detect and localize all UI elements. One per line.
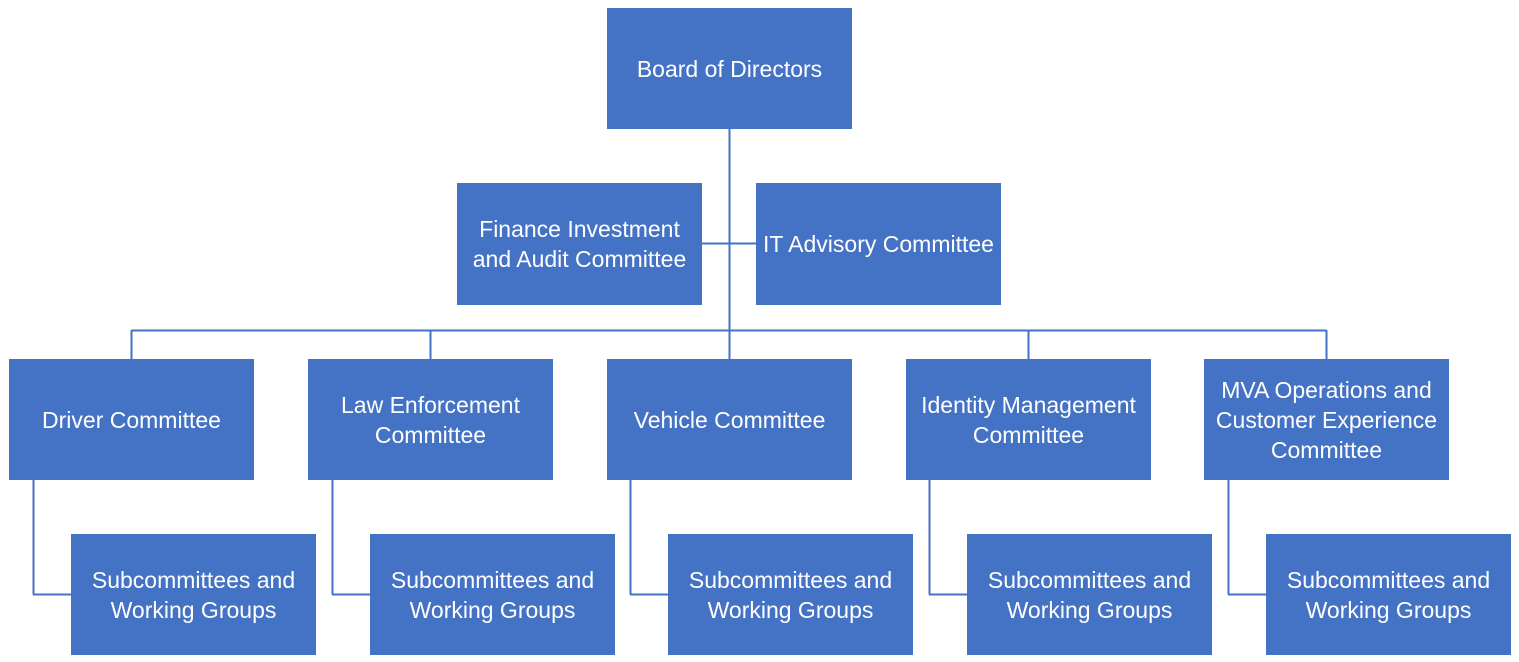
law-enforcement-subgroups-box: Subcommittees and Working Groups bbox=[370, 534, 615, 655]
vehicle-subgroups-box: Subcommittees and Working Groups bbox=[668, 534, 913, 655]
law-enforcement-committee-box: Law Enforcement Committee bbox=[308, 359, 553, 480]
finance-committee-label: Finance Investment and Audit Committee bbox=[472, 216, 687, 272]
law-enforcement-subgroups-label: Subcommittees and Working Groups bbox=[390, 566, 595, 623]
it-advisory-committee-label: IT Advisory Committee bbox=[763, 231, 994, 257]
vehicle-committee-label: Vehicle Committee bbox=[633, 406, 826, 433]
mva-operations-subgroups-box: Subcommittees and Working Groups bbox=[1266, 534, 1511, 655]
identity-management-committee-label: Identity Management Committee bbox=[921, 391, 1136, 448]
driver-committee-box: Driver Committee bbox=[9, 359, 254, 480]
mva-operations-committee-label: MVA Operations and Customer Experience C… bbox=[1215, 376, 1438, 463]
driver-subgroups-label: Subcommittees and Working Groups bbox=[91, 566, 296, 623]
driver-subgroups-box: Subcommittees and Working Groups bbox=[71, 534, 316, 655]
board-label: Board of Directors bbox=[636, 55, 823, 82]
board-of-directors-box: Board of Directors bbox=[607, 8, 852, 129]
identity-management-subgroups-label: Subcommittees and Working Groups bbox=[987, 566, 1192, 623]
it-advisory-committee-box: IT Advisory Committee bbox=[756, 183, 1001, 305]
identity-management-subgroups-box: Subcommittees and Working Groups bbox=[967, 534, 1212, 655]
mva-operations-committee-box: MVA Operations and Customer Experience C… bbox=[1204, 359, 1449, 480]
identity-management-committee-box: Identity Management Committee bbox=[906, 359, 1151, 480]
vehicle-committee-box: Vehicle Committee bbox=[607, 359, 852, 480]
mva-operations-subgroups-label: Subcommittees and Working Groups bbox=[1286, 566, 1491, 623]
law-enforcement-committee-label: Law Enforcement Committee bbox=[341, 391, 520, 448]
vehicle-subgroups-label: Subcommittees and Working Groups bbox=[688, 566, 893, 623]
finance-committee-box: Finance Investment and Audit Committee bbox=[457, 183, 702, 305]
driver-committee-label: Driver Committee bbox=[42, 406, 221, 433]
